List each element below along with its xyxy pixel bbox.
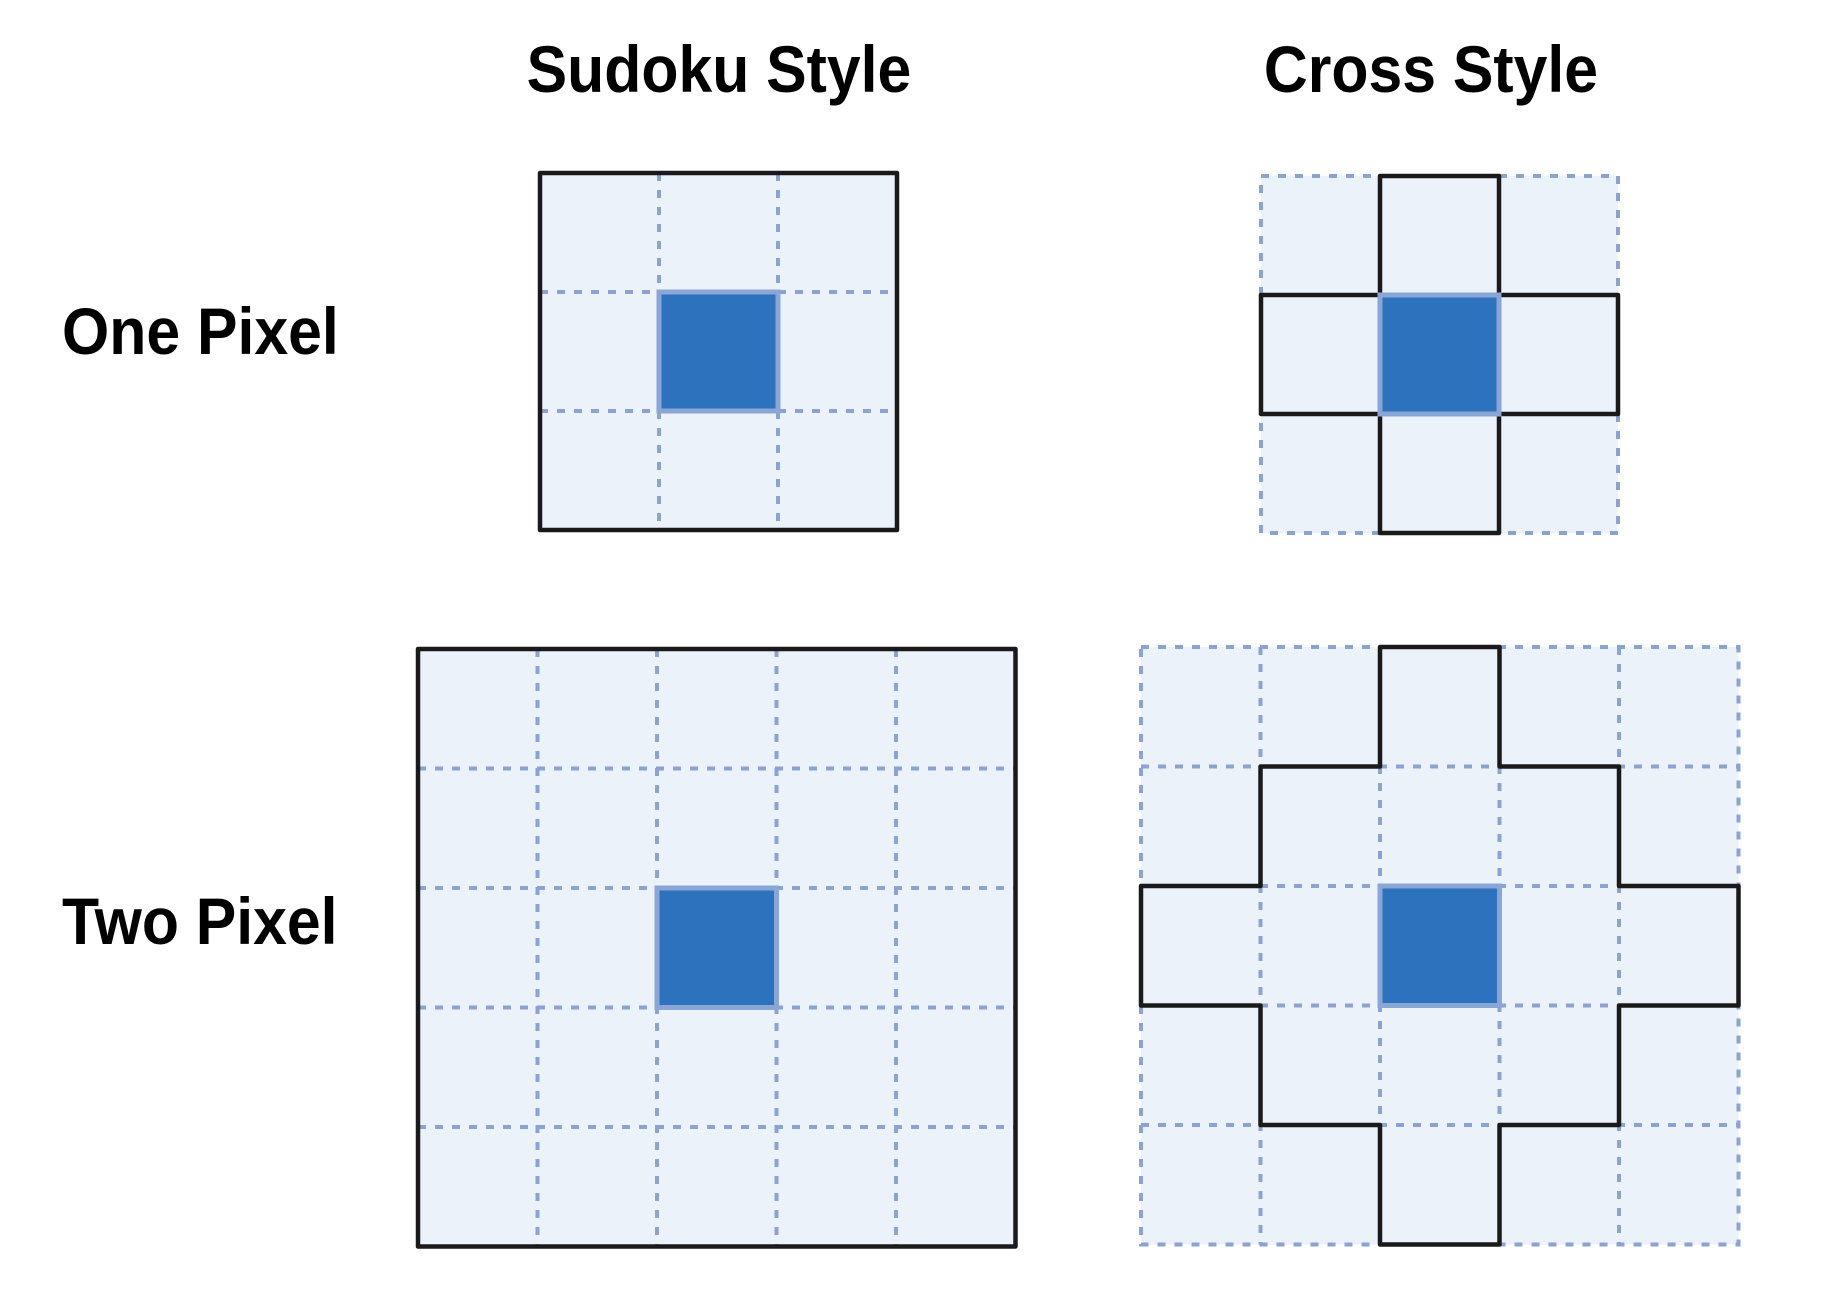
cross-two-pixel [1138,644,1741,1247]
cross-style-header: Cross Style [1263,32,1599,106]
sudoku-style-header: Sudoku Style [526,32,912,106]
cross-outline [1138,644,1741,1247]
center-pixel [1377,883,1502,1008]
center-pixel [1377,292,1502,417]
two-pixel-row-label: Two Pixel [62,884,338,958]
sudoku-one-pixel [537,170,900,533]
sudoku-outline [415,646,1018,1249]
sudoku-outline [537,170,900,533]
cross-one-pixel [1258,173,1621,536]
one-pixel-row-label: One Pixel [62,294,339,368]
center-pixel [654,885,779,1010]
center-pixel [656,289,781,414]
sudoku-two-pixel [415,646,1018,1249]
